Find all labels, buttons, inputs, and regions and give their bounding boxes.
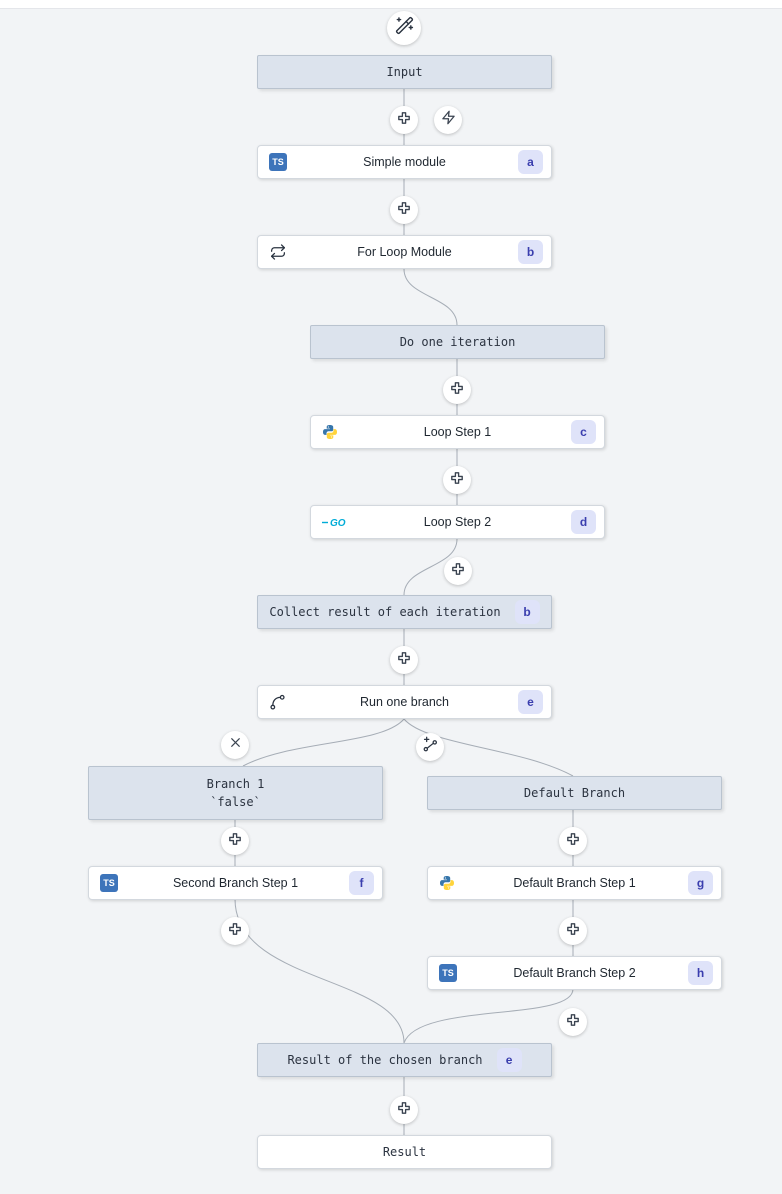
node-label: Default Branch Step 2: [513, 966, 636, 980]
node-label: Input: [386, 65, 423, 79]
insert-step-button[interactable]: [444, 557, 472, 585]
node-label: Default Branch: [523, 786, 626, 800]
insert-step-button[interactable]: [221, 827, 249, 855]
node-default-branch[interactable]: Default Branch: [427, 776, 722, 810]
node-loop-step-2[interactable]: GO Loop Step 2 d: [310, 505, 605, 539]
node-label: Default Branch Step 1: [513, 876, 636, 890]
node-for-loop[interactable]: For Loop Module b: [257, 235, 552, 269]
insert-step-button[interactable]: [390, 106, 418, 134]
plus-icon: [450, 561, 466, 582]
insert-step-button[interactable]: [443, 376, 471, 404]
node-label: Simple module: [363, 155, 446, 169]
remove-branch-button[interactable]: [221, 731, 249, 759]
typescript-icon: TS: [100, 874, 118, 892]
step-id-badge: c: [571, 420, 596, 444]
plus-icon: [565, 831, 581, 852]
step-id-badge: b: [514, 600, 540, 624]
step-id-badge: f: [349, 871, 374, 895]
plus-icon: [565, 921, 581, 942]
insert-step-button[interactable]: [390, 1096, 418, 1124]
node-simple-module[interactable]: TS Simple module a: [257, 145, 552, 179]
insert-step-button[interactable]: [390, 196, 418, 224]
insert-step-button[interactable]: [559, 1008, 587, 1036]
insert-step-button[interactable]: [443, 466, 471, 494]
python-icon: [439, 875, 455, 891]
typescript-icon: TS: [439, 964, 457, 982]
add-branch-button[interactable]: [416, 733, 444, 761]
step-id-badge: a: [518, 150, 543, 174]
top-bar: [0, 0, 782, 9]
trigger-button[interactable]: [434, 106, 462, 134]
step-id-badge: b: [518, 240, 543, 264]
node-default-branch-step-2[interactable]: TS Default Branch Step 2 h: [427, 956, 722, 990]
node-default-branch-step-1[interactable]: Default Branch Step 1 g: [427, 866, 722, 900]
step-id-badge: h: [688, 961, 713, 985]
step-id-badge: d: [571, 510, 596, 534]
node-label: Do one iteration: [399, 335, 516, 349]
plus-icon: [396, 110, 412, 131]
plus-icon: [449, 380, 465, 401]
node-label: Loop Step 1: [423, 425, 492, 439]
node-label: Result of the chosen branch: [287, 1053, 483, 1067]
plus-icon: [565, 1012, 581, 1033]
zap-icon: [441, 110, 456, 130]
insert-step-button[interactable]: [221, 917, 249, 945]
plus-icon: [449, 470, 465, 491]
branch-condition: `false`: [210, 795, 261, 809]
plus-icon: [396, 1100, 412, 1121]
node-label: Run one branch: [360, 695, 449, 709]
insert-step-button[interactable]: [559, 827, 587, 855]
insert-step-button[interactable]: [559, 917, 587, 945]
insert-step-button[interactable]: [390, 646, 418, 674]
x-icon: [229, 736, 242, 754]
plus-icon: [396, 650, 412, 671]
step-id-badge: e: [518, 690, 543, 714]
plus-icon: [396, 200, 412, 221]
node-loop-step-1[interactable]: Loop Step 1 c: [310, 415, 605, 449]
git-branch-icon: [269, 694, 286, 711]
node-branch-1[interactable]: Branch 1 `false`: [88, 766, 383, 820]
node-do-one-iteration[interactable]: Do one iteration: [310, 325, 605, 359]
svg-text:GO: GO: [330, 518, 346, 528]
plus-icon: [227, 831, 243, 852]
repeat-icon: [269, 244, 287, 261]
node-run-one-branch[interactable]: Run one branch e: [257, 685, 552, 719]
node-label: Loop Step 2: [423, 515, 492, 529]
step-id-badge: g: [688, 871, 713, 895]
python-icon: [322, 424, 338, 440]
node-collect-result[interactable]: Collect result of each iteration b: [257, 595, 552, 629]
node-label: Second Branch Step 1: [172, 876, 299, 890]
step-id-badge: e: [496, 1048, 522, 1072]
node-label: Collect result of each iteration: [269, 605, 501, 619]
node-second-branch-step-1[interactable]: TS Second Branch Step 1 f: [88, 866, 383, 900]
plus-icon: [227, 921, 243, 942]
node-result[interactable]: Result: [257, 1135, 552, 1169]
wand-sparkles-icon: [395, 16, 414, 40]
node-label: Result: [382, 1145, 427, 1159]
add-branch-icon: [422, 736, 439, 758]
typescript-icon: TS: [269, 153, 287, 171]
node-input[interactable]: Input: [257, 55, 552, 89]
branch-label: Branch 1: [206, 777, 265, 791]
go-icon: GO: [322, 516, 348, 528]
flow-input-button[interactable]: [387, 11, 421, 45]
node-label: For Loop Module: [357, 245, 452, 259]
node-result-of-chosen-branch[interactable]: Result of the chosen branch e: [257, 1043, 552, 1077]
